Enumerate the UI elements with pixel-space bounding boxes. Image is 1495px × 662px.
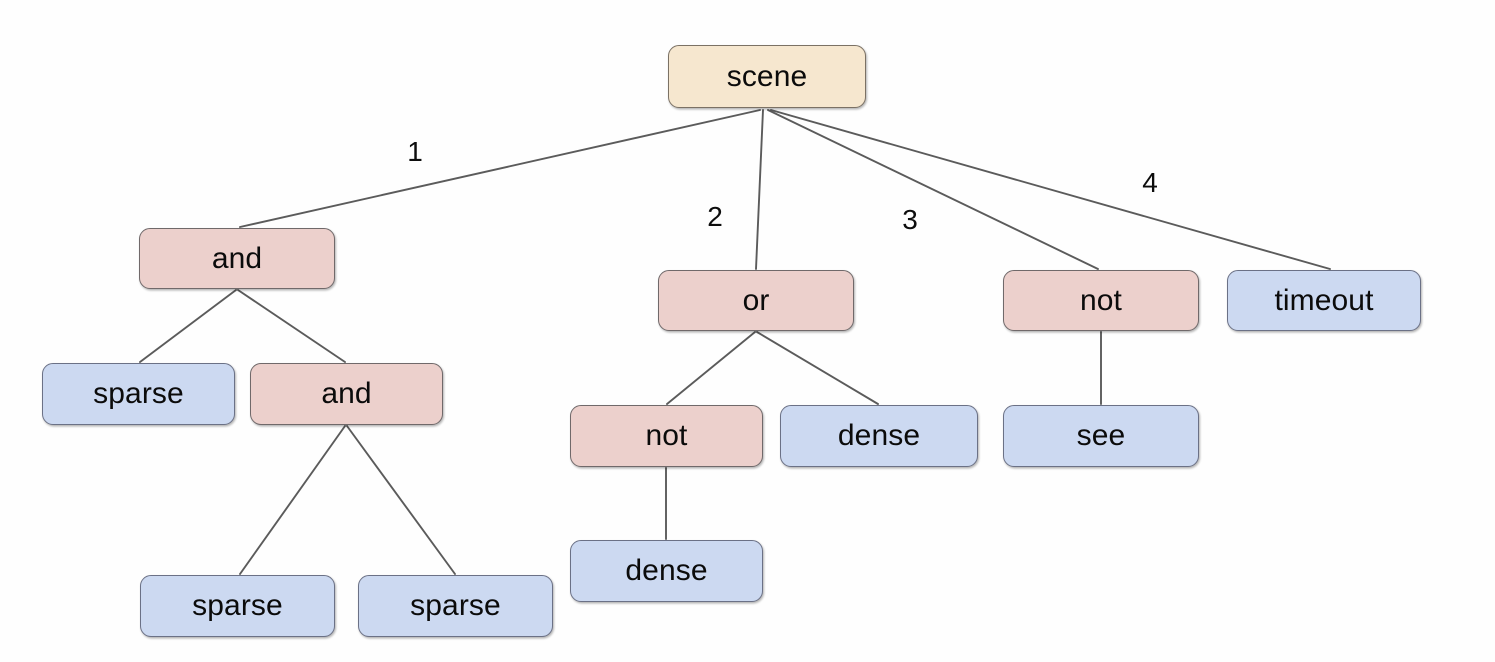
tree-node-label: and bbox=[321, 377, 372, 410]
edge-and1-to-sparse1 bbox=[139, 289, 237, 363]
tree-node-sparse2[interactable]: sparse bbox=[140, 575, 335, 637]
edge-or1-to-not_mid bbox=[666, 331, 756, 405]
tree-node-label: sparse bbox=[93, 377, 184, 410]
edge-or1-to-dense_r bbox=[756, 331, 879, 405]
tree-node-label: sparse bbox=[410, 589, 501, 622]
edge-label-1: 1 bbox=[407, 136, 423, 167]
edge-scene-to-not_right bbox=[767, 109, 1099, 270]
tree-node-label: dense bbox=[837, 419, 921, 452]
edge-and2-to-sparse2 bbox=[239, 425, 346, 575]
tree-node-label: see bbox=[1076, 419, 1126, 452]
edge-label-4: 4 bbox=[1142, 167, 1158, 198]
tree-node-label: dense bbox=[625, 554, 708, 587]
tree-node-or1[interactable]: or bbox=[658, 270, 854, 331]
tree-node-not_right[interactable]: not bbox=[1003, 270, 1199, 331]
tree-node-dense_b[interactable]: dense bbox=[570, 540, 763, 602]
tree-node-timeout[interactable]: timeout bbox=[1227, 270, 1421, 331]
tree-node-sparse3[interactable]: sparse bbox=[358, 575, 553, 637]
edge-scene-to-timeout bbox=[770, 109, 1331, 270]
tree-node-label: timeout bbox=[1274, 283, 1374, 317]
tree-node-label: scene bbox=[726, 59, 808, 93]
tree-node-dense_r[interactable]: dense bbox=[780, 405, 978, 467]
tree-node-see[interactable]: see bbox=[1003, 405, 1199, 467]
tree-node-scene[interactable]: scene bbox=[668, 45, 866, 108]
tree-node-and1[interactable]: and bbox=[139, 228, 335, 289]
edge-label-2: 2 bbox=[707, 201, 723, 232]
tree-node-label: and bbox=[211, 241, 263, 275]
edge-and1-to-and2 bbox=[237, 289, 346, 363]
edge-scene-to-or1 bbox=[755, 109, 764, 270]
edge-scene-to-and1 bbox=[239, 109, 761, 228]
tree-node-not_mid[interactable]: not bbox=[570, 405, 763, 467]
tree-node-label: or bbox=[742, 283, 770, 317]
tree-node-and2[interactable]: and bbox=[250, 363, 443, 425]
tree-node-sparse1[interactable]: sparse bbox=[42, 363, 235, 425]
tree-node-label: sparse bbox=[192, 589, 283, 622]
tree-node-label: not bbox=[645, 419, 688, 452]
edge-and2-to-sparse3 bbox=[346, 425, 456, 575]
tree-node-label: not bbox=[1079, 283, 1122, 317]
edge-label-3: 3 bbox=[902, 204, 918, 235]
